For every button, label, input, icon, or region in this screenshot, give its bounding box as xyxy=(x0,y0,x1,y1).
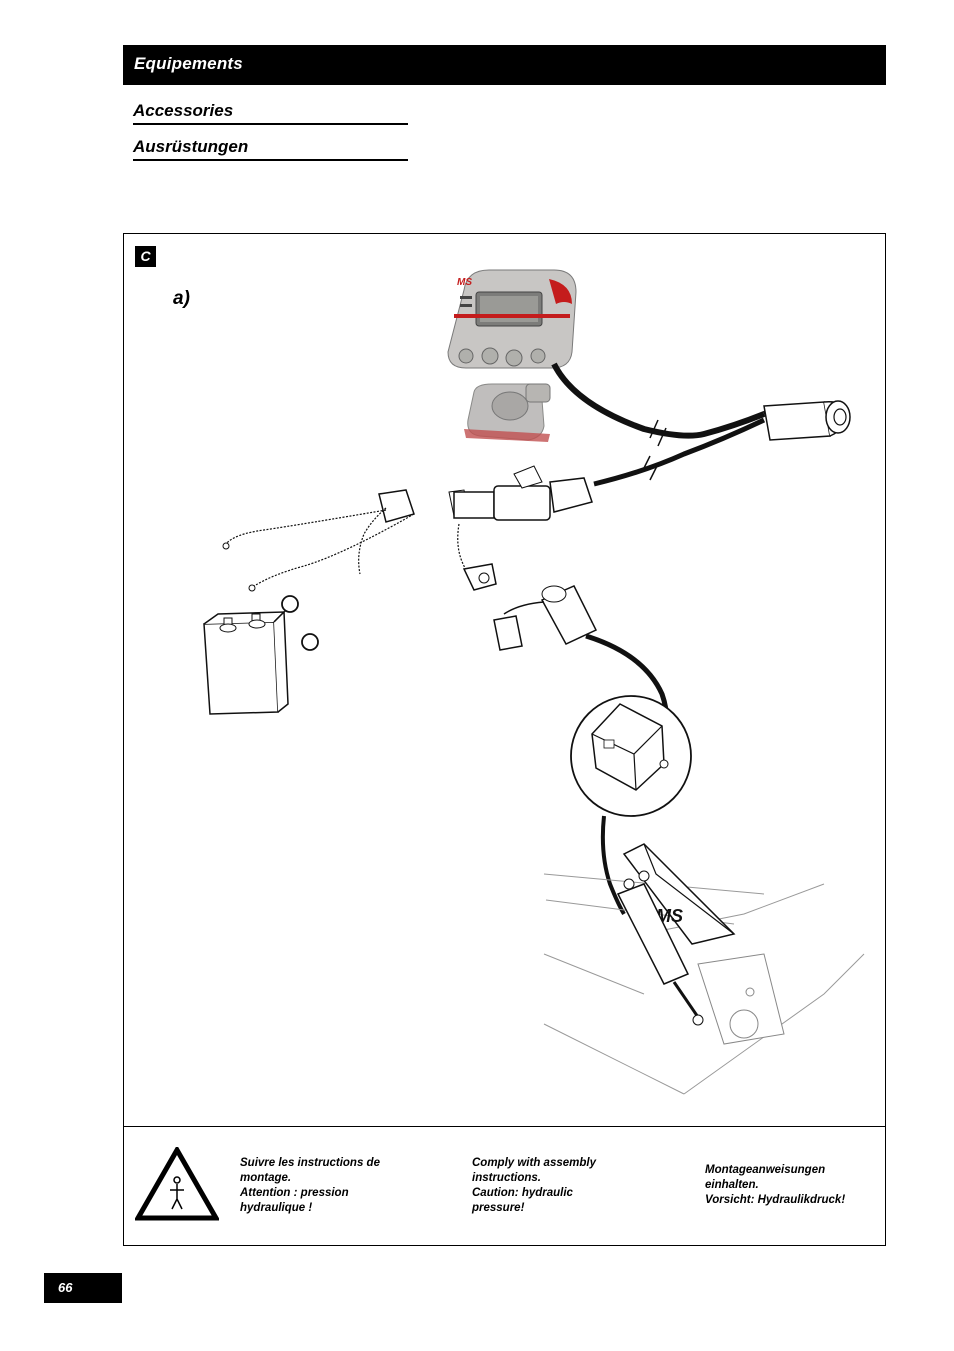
subtitle-english: Accessories xyxy=(133,101,408,125)
hydraulic-cylinder-illustration: MS xyxy=(543,843,865,1095)
note-line: Suivre les instructions de xyxy=(240,1157,380,1169)
control-unit-illustration: MS xyxy=(447,269,577,442)
figure-panel: C a) MS xyxy=(123,233,886,1246)
socket-connector-illustration xyxy=(222,465,593,592)
note-line: Caution: hydraulic xyxy=(472,1187,573,1199)
figure-sublabel: a) xyxy=(173,288,190,309)
note-french: Suivre les instructions de montage. Atte… xyxy=(240,1156,380,1216)
figure-badge: C xyxy=(135,246,156,267)
note-line: Vorsicht: Hydraulikdruck! xyxy=(705,1194,846,1206)
page-number-box: 66 xyxy=(44,1273,122,1303)
header-bar: Equipements xyxy=(123,45,886,85)
note-line: montage. xyxy=(240,1172,292,1184)
note-english: Comply with assembly instructions. Cauti… xyxy=(472,1156,596,1216)
note-line: pressure! xyxy=(472,1202,525,1214)
warning-person-triangle-icon xyxy=(135,1147,219,1221)
figure-divider xyxy=(124,1126,885,1127)
subtitle-german: Ausrüstungen xyxy=(133,137,408,161)
note-line: Montageanweisungen xyxy=(705,1164,826,1176)
note-line: Comply with assembly xyxy=(472,1157,596,1169)
section-title: Equipements xyxy=(134,54,243,73)
note-line: hydraulique ! xyxy=(240,1202,313,1214)
round-connector-illustration xyxy=(763,400,851,441)
note-german: Montageanweisungen einhalten. Vorsicht: … xyxy=(705,1163,845,1208)
terminal-positive-marker xyxy=(281,595,299,613)
device-logo: MS xyxy=(457,277,472,288)
note-line: Attention : pression xyxy=(240,1187,349,1199)
sensor-box-illustration xyxy=(570,695,692,817)
terminal-negative-marker xyxy=(301,633,319,651)
note-line: instructions. xyxy=(472,1172,542,1184)
note-line: einhalten. xyxy=(705,1179,759,1191)
accessory-assembly-illustration: MS xyxy=(203,269,865,1095)
battery-illustration xyxy=(203,610,289,715)
page-number: 66 xyxy=(58,1280,73,1295)
